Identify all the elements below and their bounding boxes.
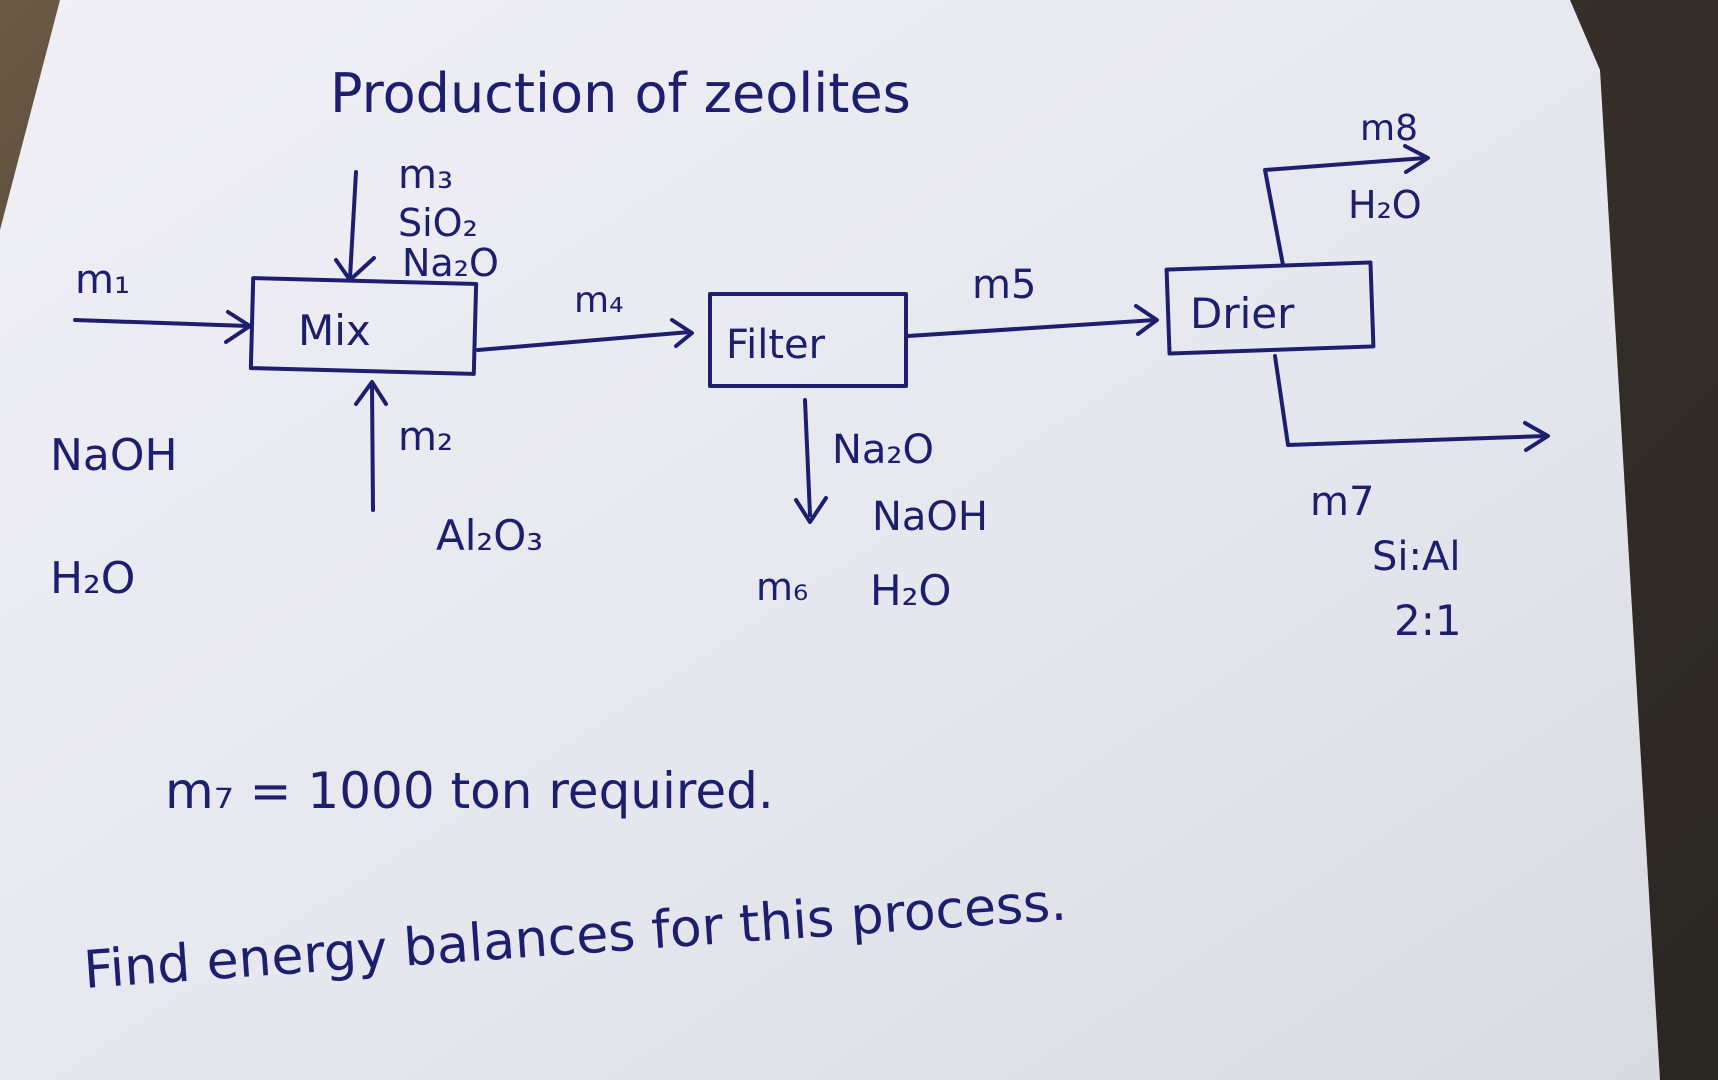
stream-m7-label: m7 xyxy=(1310,479,1374,525)
stream-m6-component-na2o: Na₂O xyxy=(832,427,934,473)
diagram-title: Production of zeolites xyxy=(330,62,911,125)
stream-m1-label: m₁ xyxy=(75,257,130,303)
unit-drier: Drier xyxy=(1164,260,1376,356)
stream-m1: m₁ NaOH H₂O xyxy=(50,257,252,604)
stream-m2: m₂ Al₂O₃ xyxy=(354,380,543,560)
stream-m5-label: m5 xyxy=(972,262,1036,308)
stream-m1-arrow-line xyxy=(73,318,250,328)
stream-m2-label: m₂ xyxy=(398,414,453,460)
drier-label: Drier xyxy=(1190,289,1295,338)
stream-m7-ratio-label: Si:Al xyxy=(1372,534,1460,580)
stream-m4-label: m₄ xyxy=(574,280,624,321)
stream-m3-arrowhead xyxy=(334,256,376,282)
stream-m6-label: m₆ xyxy=(756,565,808,609)
stream-m3: m₃ SiO₂ Na₂O xyxy=(334,152,499,285)
stream-m1-component-h2o: H₂O xyxy=(50,553,135,604)
stream-m6-component-naoh: NaOH xyxy=(872,494,988,540)
filter-box xyxy=(708,292,908,388)
stream-m8-arrow-line xyxy=(1263,156,1427,267)
unit-mix: Mix xyxy=(248,276,479,376)
stream-m5-arrow-line xyxy=(906,318,1157,338)
stream-m8-arrowhead xyxy=(1403,144,1430,174)
stream-m3-component-na2o: Na₂O xyxy=(402,241,499,285)
stream-m7-ratio-value: 2:1 xyxy=(1394,596,1462,645)
stream-m2-arrow-line xyxy=(370,382,375,512)
mix-box xyxy=(248,276,479,376)
stream-m4-arrow-line xyxy=(476,330,692,352)
stream-m7-arrowhead xyxy=(1523,421,1550,452)
unit-filter: Filter xyxy=(708,292,908,388)
filter-label: Filter xyxy=(726,322,826,368)
stream-m5: m5 xyxy=(906,262,1159,338)
stream-m2-arrowhead xyxy=(354,380,388,406)
stream-m5-arrowhead xyxy=(1134,304,1159,336)
stream-m7: m7 Si:Al 2:1 xyxy=(1273,354,1550,645)
stream-m1-component-naoh: NaOH xyxy=(50,430,178,481)
drier-box xyxy=(1164,260,1376,356)
stream-m2-component-al2o3: Al₂O₃ xyxy=(436,511,543,560)
stream-m4: m₄ xyxy=(476,280,694,352)
stream-m6: Na₂O NaOH m₆ H₂O xyxy=(756,398,988,615)
stream-m4-arrowhead xyxy=(670,318,694,348)
stream-m6-arrow-line xyxy=(803,398,812,517)
stream-m6-arrowhead xyxy=(794,496,828,524)
stream-m8: m8 H₂O xyxy=(1263,108,1430,267)
stream-m3-arrow-line xyxy=(348,170,358,280)
stream-m6-component-h2o: H₂O xyxy=(870,566,951,615)
mix-label: Mix xyxy=(298,306,371,355)
stream-m8-component-h2o: H₂O xyxy=(1348,183,1422,227)
requirement-text: m₇ = 1000 ton required. xyxy=(165,762,774,820)
paper-sheet xyxy=(0,0,1660,1080)
stream-m3-label: m₃ xyxy=(398,152,453,198)
stream-m3-component-sio2: SiO₂ xyxy=(398,201,478,245)
stream-m7-arrow-line xyxy=(1273,354,1547,447)
stream-m1-arrowhead xyxy=(224,310,252,344)
stream-m8-label: m8 xyxy=(1360,108,1418,149)
